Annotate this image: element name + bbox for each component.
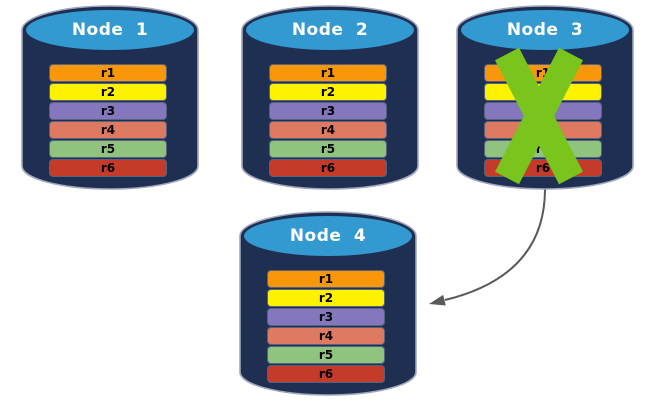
node-label: Node 4	[289, 226, 367, 246]
record-r5: r5	[50, 141, 166, 157]
record-r1: r1	[270, 65, 386, 81]
record-stack: r1 r2 r3 r4 r5 r6	[50, 65, 166, 176]
record-r6: r6	[50, 160, 166, 176]
failure-x-icon	[495, 47, 583, 185]
record-r1: r1	[50, 65, 166, 81]
record-r5: r5	[268, 347, 384, 363]
cylinder-top	[26, 10, 194, 50]
record-r5: r5	[270, 141, 386, 157]
record-r4: r4	[50, 122, 166, 138]
node-2: Node 2 r1 r2 r3 r4 r5 r6	[240, 0, 420, 190]
cylinder-top	[244, 216, 412, 256]
record-stack: r1 r2 r3 r4 r5 r6	[270, 65, 386, 176]
record-stack: r1 r2 r3 r4 r5 r6	[268, 271, 384, 382]
record-r2: r2	[50, 84, 166, 100]
cylinder-top	[246, 10, 414, 50]
migration-arrow	[429, 188, 546, 306]
node-3: Node 3 r1 r2 r3 r4 r5 r6	[455, 0, 635, 190]
node-label: Node 2	[291, 20, 369, 40]
node-4: Node 4 r1 r2 r3 r4 r5 r6	[238, 206, 418, 396]
node-1: Node 1 r1 r2 r3 r4 r5 r6	[20, 0, 200, 190]
node-label: Node 3	[506, 20, 584, 40]
node-label: Node 1	[71, 20, 149, 40]
record-r2: r2	[268, 290, 384, 306]
record-r3: r3	[268, 309, 384, 325]
record-r3: r3	[270, 103, 386, 119]
migration-arrowhead-icon	[429, 294, 446, 306]
failure-x-stroke	[495, 47, 583, 185]
record-r2: r2	[270, 84, 386, 100]
record-r4: r4	[268, 328, 384, 344]
record-r1: r1	[268, 271, 384, 287]
record-r6: r6	[270, 160, 386, 176]
record-r6: r6	[268, 366, 384, 382]
cylinder-top	[461, 10, 629, 50]
migration-arrow-line	[444, 188, 546, 301]
record-r4: r4	[270, 122, 386, 138]
record-r3: r3	[50, 103, 166, 119]
